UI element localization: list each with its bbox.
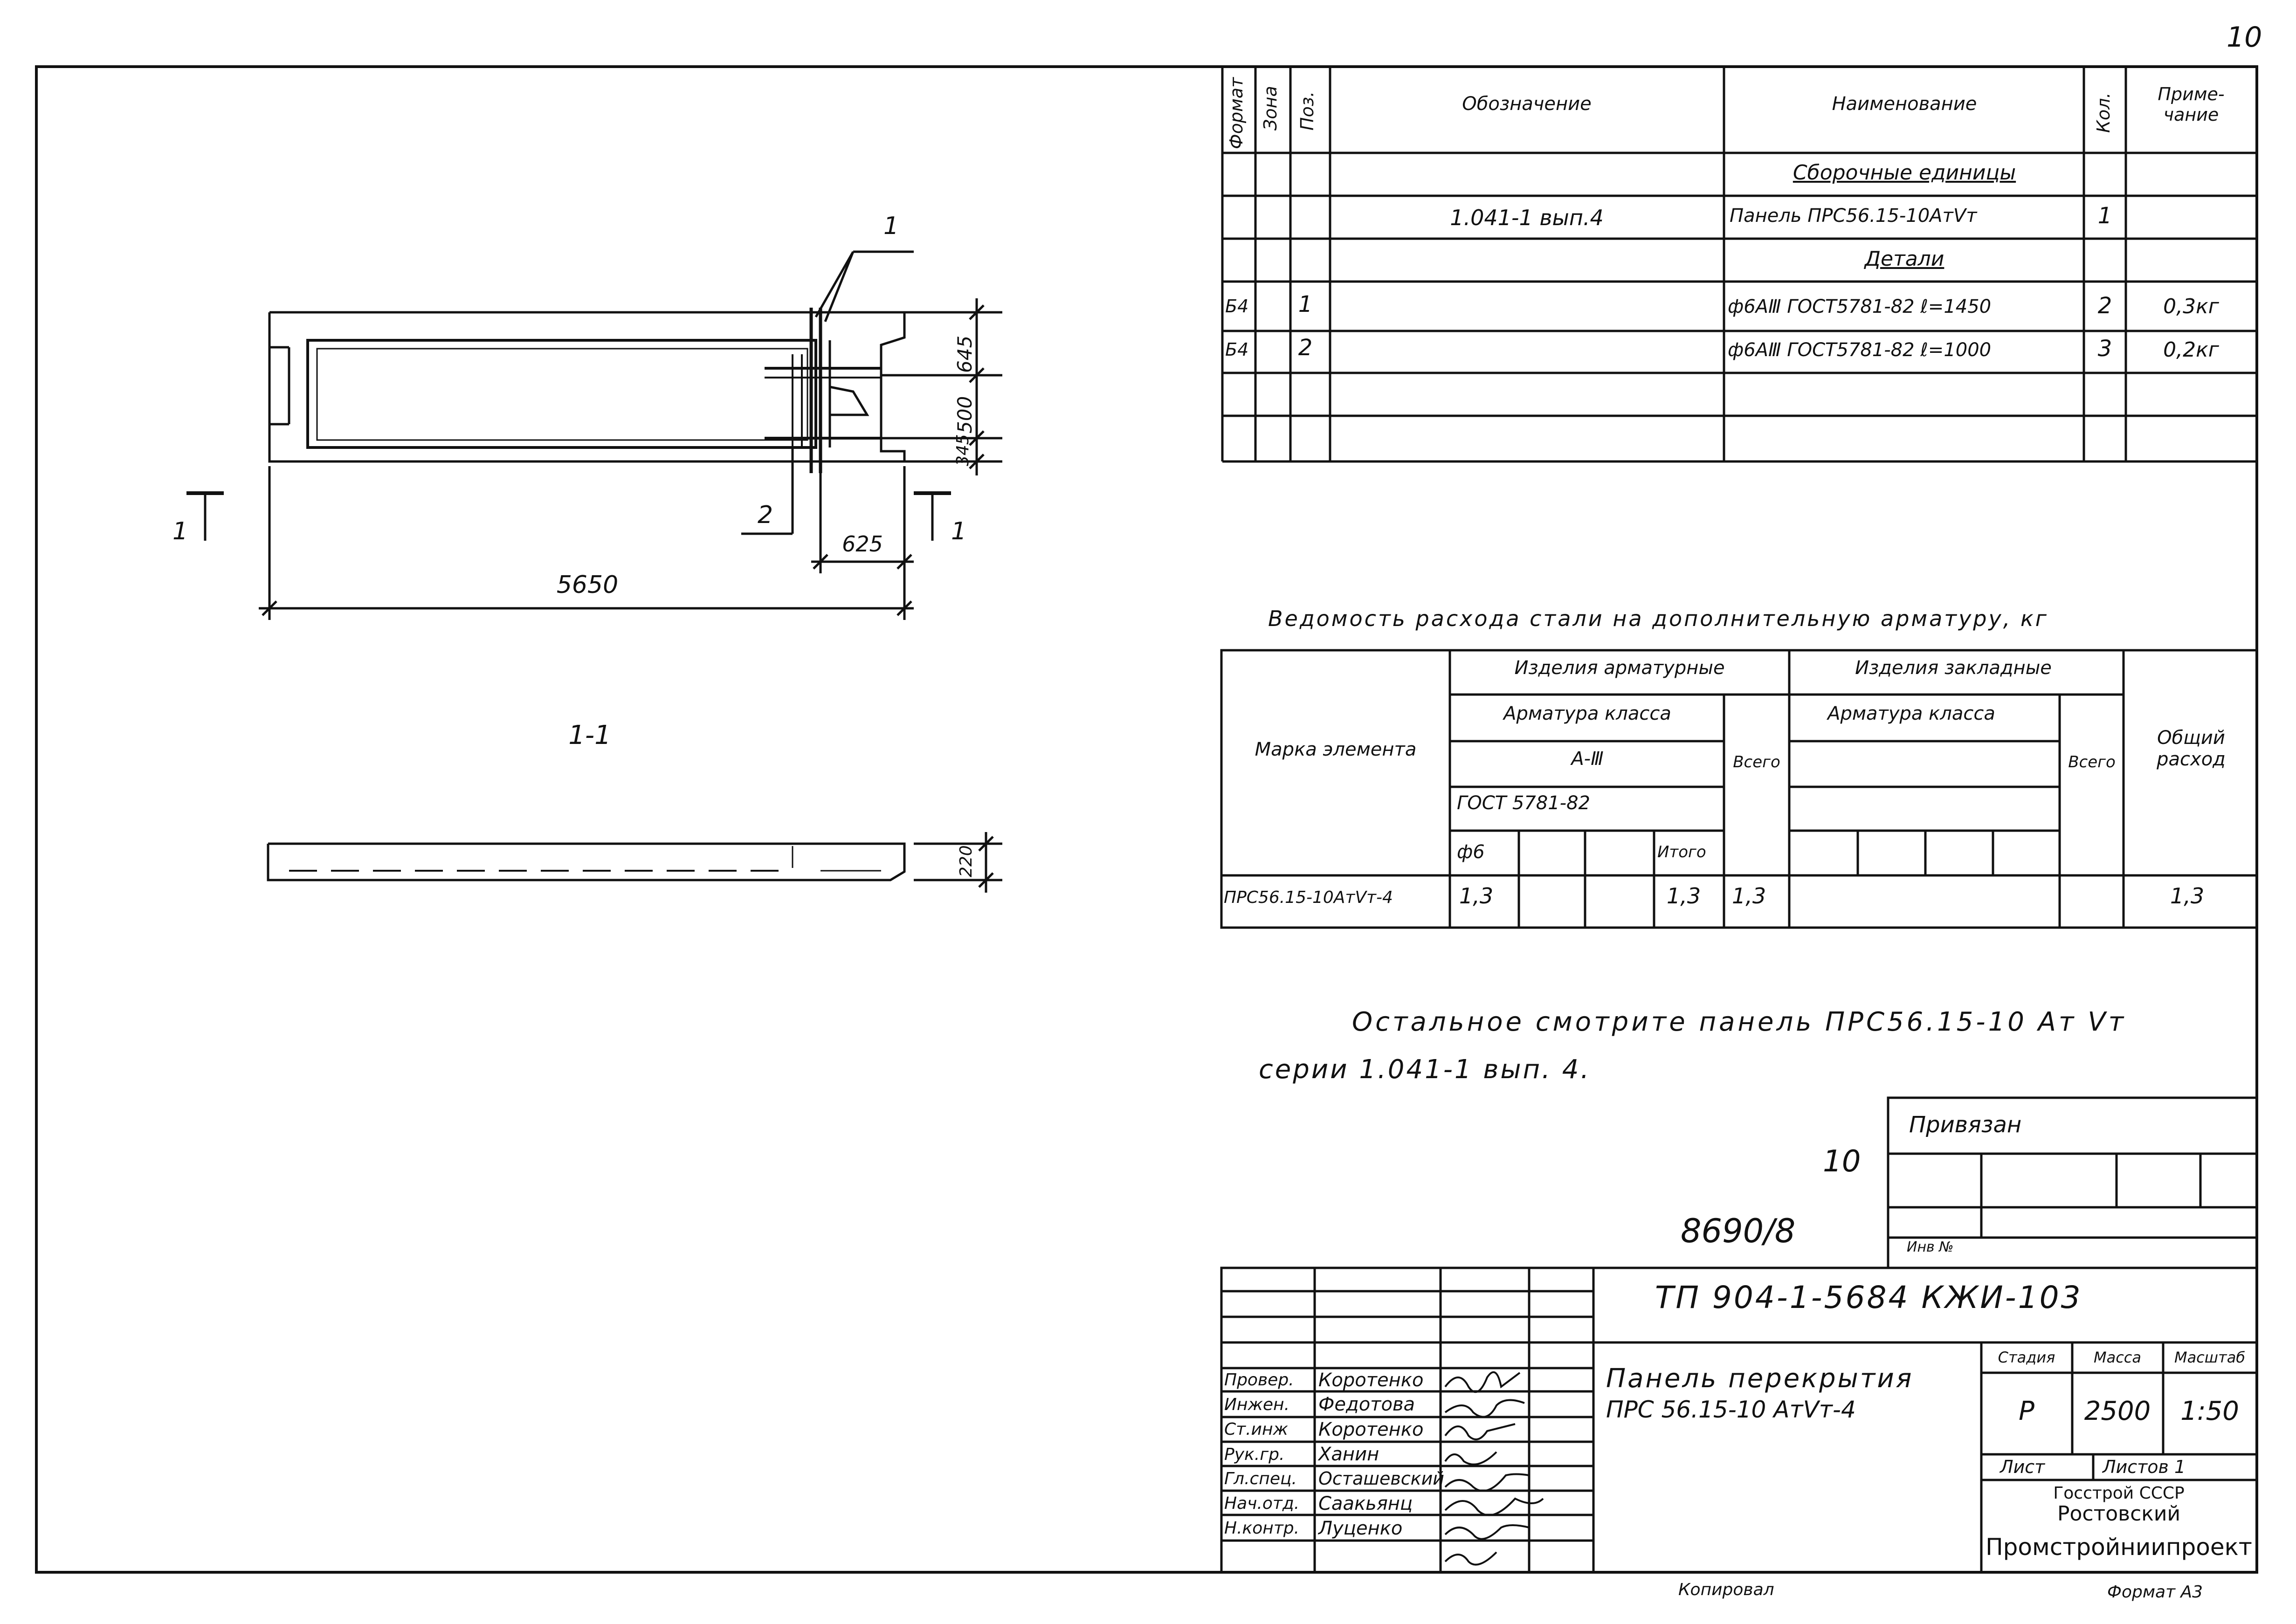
- role-1: Инжен.: [1224, 1395, 1290, 1414]
- spec-header-pos: Поз.: [1297, 91, 1317, 131]
- person-3: Ханин: [1318, 1444, 1379, 1465]
- privyazan-label: Привязан: [1909, 1112, 2022, 1138]
- title-block-grid: [1220, 1096, 2258, 1574]
- spec-row-designation: 1.041-1 вып.4: [1450, 205, 1604, 230]
- dim-500: 500: [953, 396, 976, 434]
- steel-row-d6: 1,3: [1459, 883, 1494, 908]
- role-6: Н.контр.: [1224, 1519, 1300, 1538]
- dim-total-length: 5650: [556, 571, 619, 599]
- steel-header-class-2: Арматура класса: [1827, 703, 1995, 724]
- stage-header: Стадия: [1998, 1349, 2055, 1366]
- person-5: Саакьянц: [1318, 1493, 1413, 1514]
- scale-header: Масштаб: [2174, 1349, 2246, 1366]
- steel-table-grid: [1220, 649, 2258, 929]
- spec-row-note-4: 0,2кг: [2163, 338, 2219, 362]
- ref-number-10: 10: [1823, 1144, 1861, 1179]
- spec-row-note-3: 0,3кг: [2163, 295, 2219, 318]
- dim-220: 220: [957, 845, 976, 877]
- spec-header-designation: Обозначение: [1462, 93, 1592, 115]
- ref-number-8690: 8690/8: [1681, 1212, 1796, 1250]
- steel-header-total-1: Всего: [1733, 753, 1780, 771]
- steel-table-title: Ведомость расхода стали на дополнительну…: [1268, 606, 2048, 631]
- org-line-2: Ростовский: [2057, 1502, 2181, 1526]
- person-1: Федотова: [1318, 1394, 1415, 1415]
- spec-header-zone: Зона: [1260, 86, 1281, 131]
- spec-row-format-3: Б4: [1225, 296, 1249, 317]
- steel-header-d6: ф6: [1457, 841, 1485, 863]
- leader-label-2: 2: [758, 501, 773, 529]
- role-4: Гл.спец.: [1224, 1469, 1297, 1488]
- org-line-1: Госстрой СССР: [2053, 1484, 2185, 1503]
- format-label: Формат А3: [2107, 1583, 2203, 1602]
- stamp-title-line-1: Панель перекрытия: [1606, 1363, 1914, 1394]
- section-mark-left: 1: [172, 517, 188, 545]
- steel-header-mark: Марка элемента: [1255, 739, 1417, 760]
- mass-header: Масса: [2093, 1349, 2142, 1366]
- section-title: 1-1: [568, 720, 611, 750]
- sheet-frame: [35, 65, 2258, 1574]
- steel-header-gost: ГОСТ 5781-82: [1457, 792, 1590, 814]
- spec-header-note: Приме-чание: [2158, 84, 2225, 125]
- steel-row-total: 1,3: [1732, 883, 1766, 908]
- stage-value: Р: [2019, 1396, 2034, 1426]
- org-line-3: Промстройниипроект: [1986, 1534, 2252, 1561]
- copied-label: Копировал: [1678, 1580, 1774, 1599]
- spec-header-name: Наименование: [1832, 93, 1977, 115]
- note-line-2: серии 1.041-1 вып. 4.: [1259, 1054, 1591, 1085]
- person-2: Коротенко: [1318, 1419, 1424, 1440]
- steel-header-rebar-items: Изделия арматурные: [1514, 657, 1725, 679]
- spec-header-format: Формат: [1226, 77, 1247, 149]
- steel-header-general: Общий расход: [2157, 727, 2226, 770]
- steel-header-total-2: Всего: [2068, 753, 2116, 771]
- spec-header-qty: Кол.: [2093, 92, 2114, 133]
- spec-table-grid: [1221, 67, 2257, 463]
- steel-header-class-1: Арматура класса: [1503, 703, 1671, 724]
- panel-plan-view: [186, 250, 1002, 620]
- person-6: Луценко: [1318, 1518, 1403, 1539]
- spec-row-details: Детали: [1864, 247, 1944, 271]
- role-0: Провер.: [1224, 1370, 1294, 1390]
- scale-value: 1:50: [2180, 1396, 2239, 1426]
- sheets-label: Листов 1: [2103, 1457, 2186, 1477]
- spec-row-assembly-units: Сборочные единицы: [1793, 161, 2016, 185]
- spec-row-format-4: Б4: [1225, 339, 1249, 360]
- section-mark-right: 1: [951, 517, 967, 545]
- note-line-1: Остальное смотрите панель ПРС56.15-10 Ат…: [1352, 1007, 2127, 1037]
- person-0: Коротенко: [1318, 1369, 1424, 1391]
- spec-row-pos-3: 1: [1298, 291, 1313, 317]
- page-number: 10: [2227, 21, 2262, 54]
- spec-row-qty-1: 1: [2097, 203, 2112, 229]
- signatures: [1444, 1371, 1544, 1566]
- spec-row-panel: Панель ПРС56.15-10АтVт: [1730, 205, 1977, 227]
- spec-row-name-4: ф6АⅢ ГОСТ5781-82 ℓ=1000: [1728, 339, 1992, 361]
- spec-row-qty-4: 3: [2097, 336, 2112, 362]
- steel-header-a3: А-Ⅲ: [1571, 748, 1604, 770]
- doc-code: ТП 904-1-5684 КЖИ-103: [1655, 1280, 2082, 1315]
- spec-row-qty-3: 2: [2097, 293, 2112, 319]
- role-2: Ст.инж: [1224, 1420, 1288, 1439]
- steel-row-itogo: 1,3: [1667, 883, 1701, 908]
- steel-header-embedded-items: Изделия закладные: [1855, 657, 2052, 679]
- mass-value: 2500: [2084, 1396, 2151, 1426]
- steel-header-itogo: Итого: [1657, 843, 1706, 861]
- stamp-title-line-2: ПРС 56.15-10 АтVт-4: [1606, 1396, 1856, 1423]
- spec-row-pos-4: 2: [1298, 335, 1313, 361]
- dim-345: 345: [953, 434, 972, 466]
- spec-row-name-3: ф6АⅢ ГОСТ5781-82 ℓ=1450: [1728, 296, 1992, 317]
- person-4: Осташевский: [1318, 1468, 1445, 1489]
- inv-no-label: Инв №: [1907, 1239, 1954, 1255]
- steel-row-general: 1,3: [2170, 883, 2205, 908]
- role-3: Рук.гр.: [1224, 1445, 1285, 1464]
- dim-625: 625: [842, 531, 883, 557]
- leader-label-1: 1: [883, 212, 899, 240]
- dim-645: 645: [953, 335, 976, 373]
- sheet-label: Лист: [2000, 1457, 2045, 1477]
- role-5: Нач.отд.: [1224, 1494, 1300, 1513]
- section-1-1-view: [267, 832, 1002, 893]
- steel-row-mark: ПРС56.15-10АтVт-4: [1224, 888, 1393, 907]
